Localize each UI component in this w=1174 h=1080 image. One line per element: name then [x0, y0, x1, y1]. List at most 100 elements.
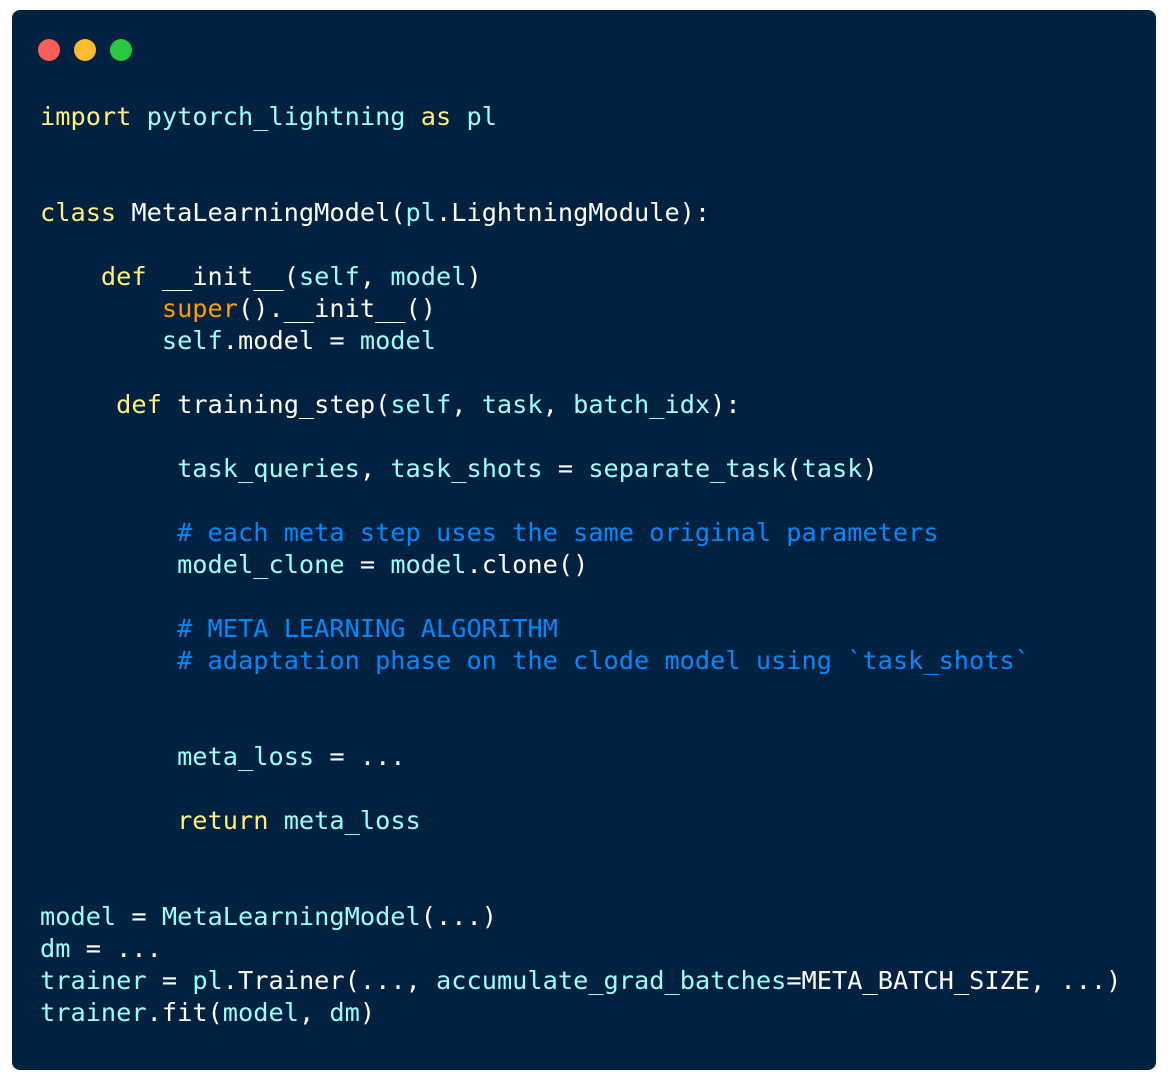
- code-token: # META LEARNING ALGORITHM: [177, 614, 558, 643]
- code-line: [40, 229, 1121, 261]
- code-token: [268, 806, 283, 835]
- code-line: # META LEARNING ALGORITHM: [40, 613, 1121, 645]
- code-token: model: [40, 902, 117, 931]
- window-controls: [38, 39, 132, 61]
- code-token: (...): [420, 902, 497, 931]
- code-token: __init__(: [146, 262, 299, 291]
- code-token: [40, 262, 101, 291]
- code-token: pl: [466, 102, 497, 131]
- code-token: .LightningModule):: [436, 198, 711, 227]
- code-token: batch_idx: [573, 390, 711, 419]
- code-token: [40, 326, 162, 355]
- code-line: # adaptation phase on the clode model us…: [40, 645, 1121, 677]
- code-token: .model =: [222, 326, 360, 355]
- code-token: task_shots: [390, 454, 543, 483]
- code-line: [40, 773, 1121, 805]
- code-token: meta_loss: [177, 742, 315, 771]
- code-line: trainer.fit(model, dm): [40, 997, 1121, 1029]
- code-token: [451, 102, 466, 131]
- code-line: [40, 133, 1121, 165]
- code-token: [40, 390, 116, 419]
- code-token: task_queries: [177, 454, 360, 483]
- code-token: dm: [329, 998, 360, 1027]
- code-token: [40, 294, 162, 323]
- code-token: .clone(): [466, 550, 589, 579]
- code-token: [40, 646, 177, 675]
- code-token: ,: [542, 390, 574, 419]
- code-line: [40, 869, 1121, 901]
- zoom-icon[interactable]: [110, 39, 132, 61]
- code-token: .Trainer(...,: [222, 966, 437, 995]
- code-token: # adaptation phase on the clode model us…: [177, 646, 1030, 675]
- code-token: self: [390, 390, 452, 419]
- code-token: trainer: [40, 998, 147, 1027]
- code-token: (: [786, 454, 802, 483]
- code-token: model: [359, 326, 436, 355]
- code-token: ): [466, 262, 482, 291]
- code-line: [40, 677, 1121, 709]
- code-line: import pytorch_lightning as pl: [40, 101, 1121, 133]
- code-line: [40, 709, 1121, 741]
- code-line: trainer = pl.Trainer(..., accumulate_gra…: [40, 965, 1121, 997]
- code-token: =: [146, 966, 193, 995]
- code-token: = ...: [70, 934, 162, 963]
- code-line: [40, 165, 1121, 197]
- code-line: [40, 581, 1121, 613]
- code-token: return: [177, 806, 269, 835]
- code-token: ): [862, 454, 878, 483]
- code-token: super: [161, 294, 238, 323]
- code-line: model_clone = model.clone(): [40, 549, 1121, 581]
- code-token: =: [542, 454, 589, 483]
- code-token: dm: [40, 934, 71, 963]
- code-line: return meta_loss: [40, 805, 1121, 837]
- code-token: [40, 614, 177, 643]
- close-icon[interactable]: [38, 39, 60, 61]
- code-token: def: [100, 262, 147, 291]
- code-token: task: [481, 390, 543, 419]
- code-token: ,: [298, 998, 330, 1027]
- code-token: training_step(: [161, 390, 391, 419]
- code-token: pl: [192, 966, 223, 995]
- code-line: [40, 357, 1121, 389]
- code-token: # each meta step uses the same original …: [177, 518, 939, 547]
- code-token: model: [390, 262, 467, 291]
- code-token: [40, 806, 177, 835]
- code-line: self.model = model: [40, 325, 1121, 357]
- minimize-icon[interactable]: [74, 39, 96, 61]
- code-token: =META_BATCH_SIZE, ...): [786, 966, 1122, 995]
- code-token: self: [161, 326, 223, 355]
- code-token: separate_task: [588, 454, 787, 483]
- code-token: ().__init__(): [238, 294, 436, 323]
- code-token: model_clone: [177, 550, 345, 579]
- code-token: model: [222, 998, 299, 1027]
- code-token: ): [359, 998, 376, 1027]
- code-token: [40, 518, 177, 547]
- code-line: def training_step(self, task, batch_idx)…: [40, 389, 1121, 421]
- code-token: pl: [405, 198, 436, 227]
- code-token: [406, 102, 421, 131]
- code-token: =: [344, 550, 391, 579]
- code-token: MetaLearningModel(: [116, 198, 406, 227]
- code-line: super().__init__(): [40, 293, 1121, 325]
- code-token: [40, 550, 177, 579]
- code-token: as: [420, 102, 452, 131]
- code-token: accumulate_grad_batches: [436, 966, 787, 995]
- code-token: def: [116, 390, 162, 419]
- code-line: [40, 421, 1121, 453]
- code-token: meta_loss: [283, 806, 421, 835]
- code-token: [131, 102, 146, 131]
- code-line: def __init__(self, model): [40, 261, 1121, 293]
- code-line: meta_loss = ...: [40, 741, 1121, 773]
- code-token: [40, 742, 177, 771]
- code-line: model = MetaLearningModel(...): [40, 901, 1121, 933]
- code-token: MetaLearningModel: [161, 902, 421, 931]
- code-token: = ...: [314, 742, 406, 771]
- code-token: import: [40, 102, 132, 131]
- code-token: [40, 454, 177, 483]
- code-line: dm = ...: [40, 933, 1121, 965]
- code-token: =: [116, 902, 162, 931]
- code-token: ,: [451, 390, 482, 419]
- code-token: model: [390, 550, 467, 579]
